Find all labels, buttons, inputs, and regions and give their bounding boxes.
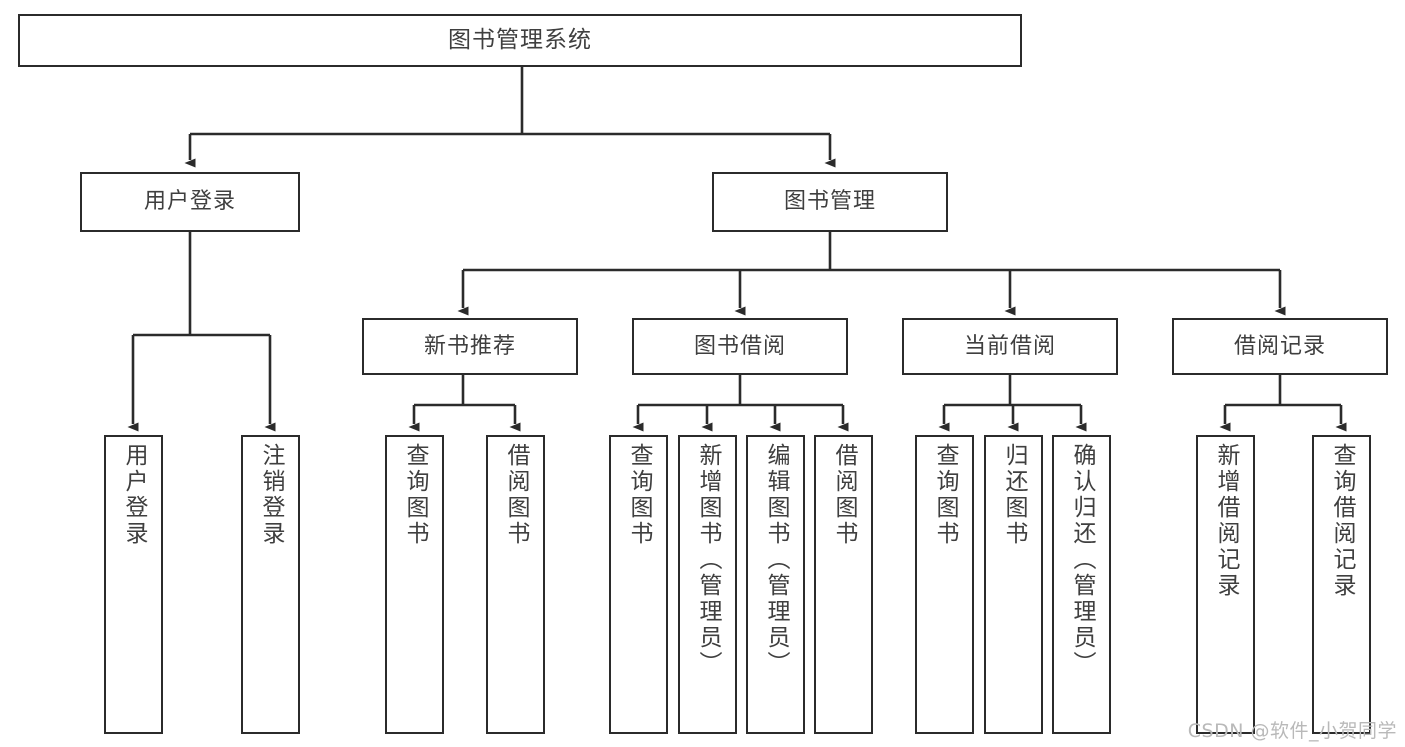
- node-borrow-record[interactable]: 借阅记录: [1172, 318, 1388, 375]
- node-leaf-edit-book[interactable]: 编辑图书（管理员）: [746, 435, 805, 734]
- node-label: 新书推荐: [423, 333, 516, 359]
- node-leaf-borrow-book-2[interactable]: 借阅图书: [814, 435, 873, 734]
- watermark-text: CSDN @软件_小贺同学: [1187, 720, 1397, 742]
- node-label: 图书借阅: [693, 333, 786, 359]
- node-leaf-add-book[interactable]: 新增图书（管理员）: [678, 435, 737, 734]
- node-label: 借阅图书: [503, 443, 529, 547]
- node-label: 借阅记录: [1233, 333, 1326, 359]
- node-label: 查询借阅记录: [1329, 443, 1355, 599]
- node-label: 新增借阅记录: [1213, 443, 1239, 599]
- node-label: 查询图书: [626, 443, 652, 547]
- node-label: 当前借阅: [963, 333, 1056, 359]
- node-user-login[interactable]: 用户登录: [80, 172, 300, 232]
- node-label: 确认归还（管理员）: [1069, 443, 1095, 677]
- node-leaf-add-record[interactable]: 新增借阅记录: [1196, 435, 1255, 734]
- node-label: 用户登录: [121, 443, 147, 547]
- node-leaf-user-login[interactable]: 用户登录: [104, 435, 163, 734]
- node-label: 用户登录: [143, 189, 236, 215]
- node-label: 图书管理: [783, 189, 876, 215]
- node-leaf-query-book-1[interactable]: 查询图书: [385, 435, 444, 734]
- node-label: 查询图书: [932, 443, 958, 547]
- node-label: 借阅图书: [831, 443, 857, 547]
- node-leaf-query-book-3[interactable]: 查询图书: [915, 435, 974, 734]
- node-book-borrow[interactable]: 图书借阅: [632, 318, 848, 375]
- node-leaf-return-book[interactable]: 归还图书: [984, 435, 1043, 734]
- node-leaf-borrow-book-1[interactable]: 借阅图书: [486, 435, 545, 734]
- node-label: 编辑图书（管理员）: [763, 443, 789, 677]
- node-book-manage[interactable]: 图书管理: [712, 172, 948, 232]
- node-leaf-query-book-2[interactable]: 查询图书: [609, 435, 668, 734]
- node-label: 图书管理系统: [448, 26, 592, 53]
- node-label: 归还图书: [1001, 443, 1027, 547]
- node-leaf-query-record[interactable]: 查询借阅记录: [1312, 435, 1371, 734]
- node-leaf-confirm-return[interactable]: 确认归还（管理员）: [1052, 435, 1111, 734]
- node-leaf-logout-login[interactable]: 注销登录: [241, 435, 300, 734]
- node-new-book-recommend[interactable]: 新书推荐: [362, 318, 578, 375]
- node-current-borrow[interactable]: 当前借阅: [902, 318, 1118, 375]
- node-label: 新增图书（管理员）: [695, 443, 721, 677]
- node-label: 查询图书: [402, 443, 428, 547]
- node-label: 注销登录: [258, 443, 284, 547]
- node-root-system[interactable]: 图书管理系统: [18, 14, 1022, 67]
